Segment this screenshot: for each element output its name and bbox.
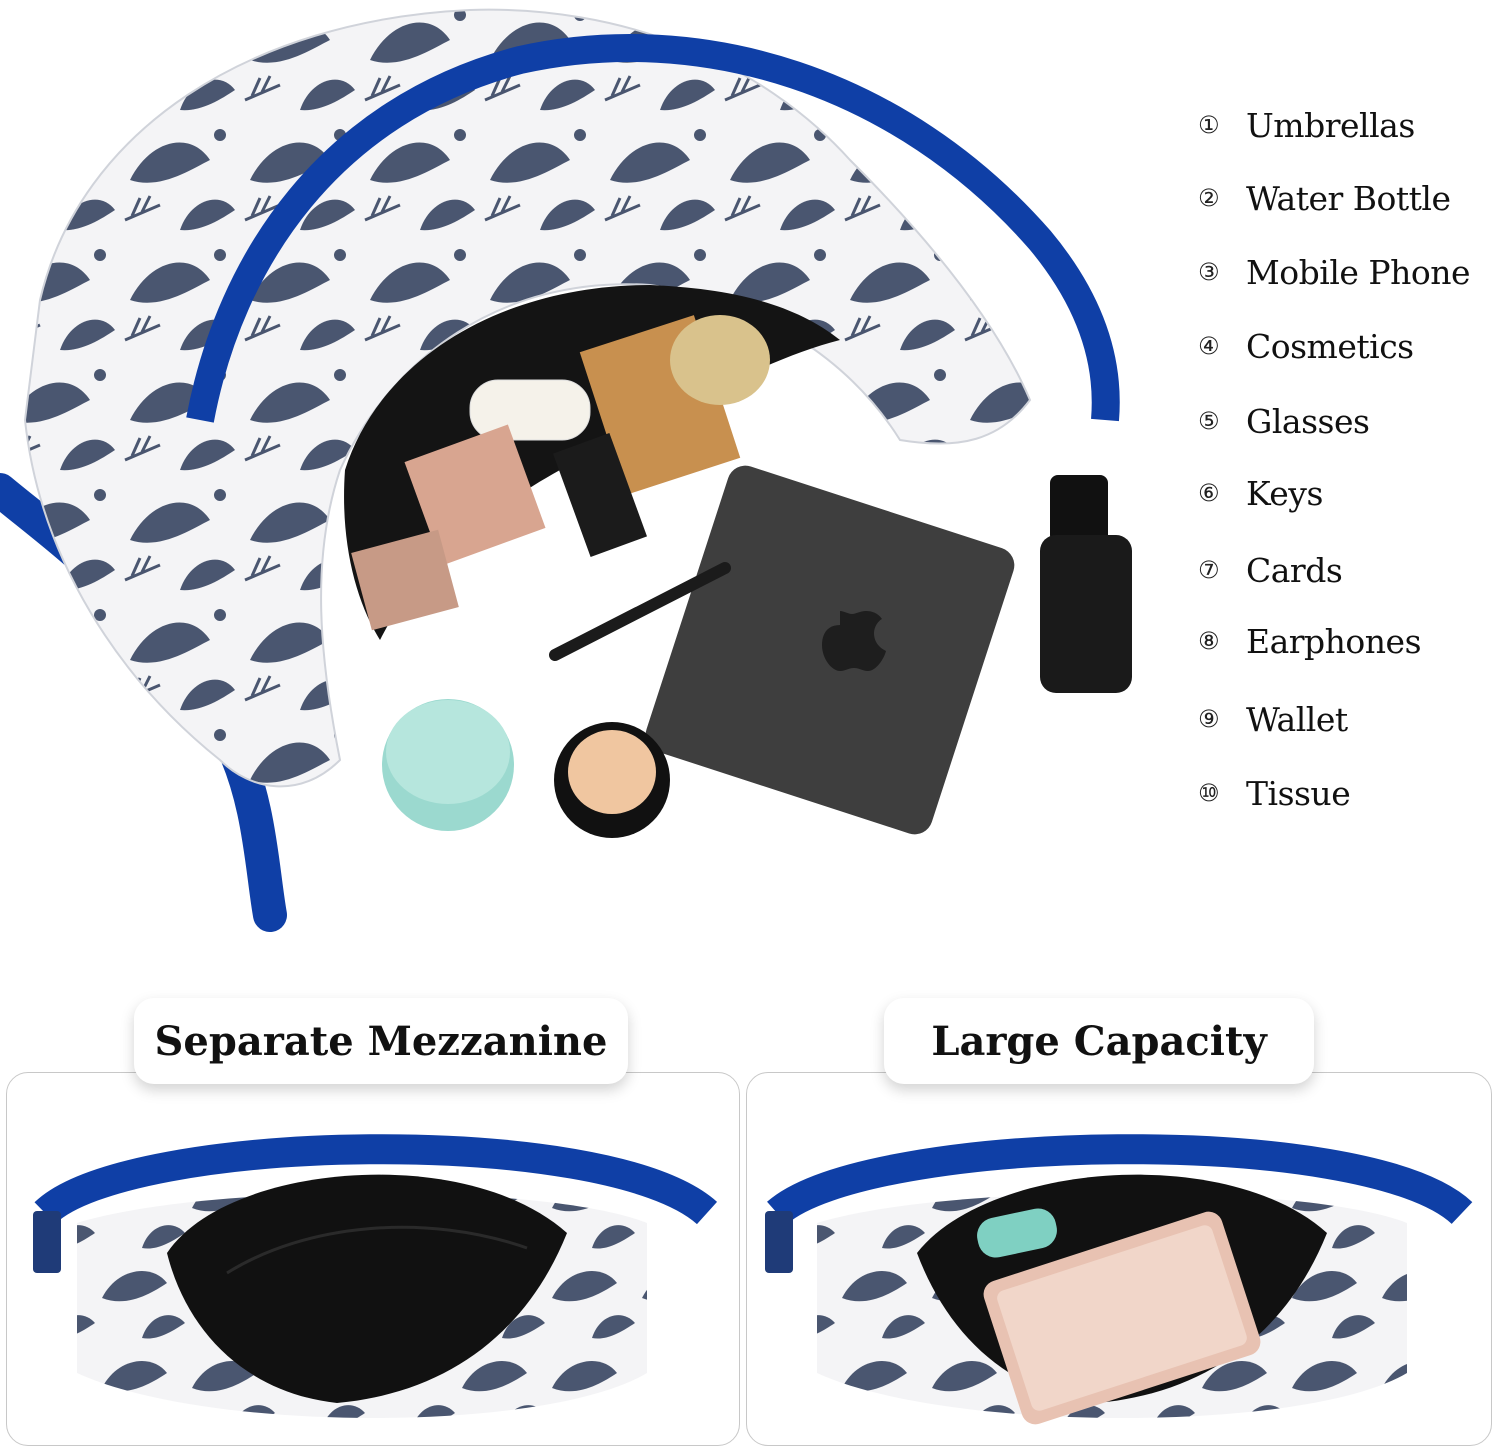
capacity-panel	[746, 1072, 1492, 1446]
list-item: ⑤ Glasses	[1198, 396, 1370, 446]
tablet-item	[645, 465, 1015, 835]
item-label: Cards	[1246, 550, 1343, 590]
feature-title-mezzanine: Separate Mezzanine	[134, 998, 628, 1084]
item-label: Mobile Phone	[1246, 252, 1471, 292]
item-number: ④	[1198, 332, 1220, 360]
list-item: ⑦ Cards	[1198, 545, 1343, 595]
list-item: ⑥ Keys	[1198, 468, 1323, 518]
mezzanine-bag-photo	[33, 1134, 718, 1418]
list-item: ④ Cosmetics	[1198, 321, 1414, 371]
hero-bag-photo	[0, 8, 1132, 932]
item-label: Glasses	[1246, 401, 1370, 441]
item-number: ⑩	[1198, 779, 1220, 807]
item-number: ②	[1198, 184, 1220, 212]
capacity-bag-photo	[765, 1134, 1473, 1425]
item-number: ⑨	[1198, 705, 1220, 733]
list-item: ① Umbrellas	[1198, 100, 1415, 150]
item-number: ①	[1198, 111, 1220, 139]
list-item: ⑩ Tissue	[1198, 768, 1351, 818]
item-number: ⑦	[1198, 556, 1220, 584]
list-item: ③ Mobile Phone	[1198, 247, 1471, 297]
item-number: ⑥	[1198, 479, 1220, 507]
item-label: Cosmetics	[1246, 326, 1414, 366]
item-label: Water Bottle	[1246, 178, 1451, 218]
feature-title-capacity: Large Capacity	[884, 998, 1314, 1084]
item-label: Keys	[1246, 473, 1323, 513]
item-number: ③	[1198, 258, 1220, 286]
list-item: ⑧ Earphones	[1198, 616, 1422, 666]
item-label: Wallet	[1246, 699, 1348, 739]
mezzanine-panel	[6, 1072, 740, 1446]
item-label: Tissue	[1246, 773, 1351, 813]
item-label: Umbrellas	[1246, 105, 1415, 145]
item-number: ⑧	[1198, 627, 1220, 655]
list-item: ② Water Bottle	[1198, 173, 1451, 223]
item-label: Earphones	[1246, 621, 1422, 661]
item-number: ⑤	[1198, 407, 1220, 435]
bag-body	[23, 8, 1032, 788]
bottle-item	[1040, 475, 1132, 693]
list-item: ⑨ Wallet	[1198, 694, 1348, 744]
